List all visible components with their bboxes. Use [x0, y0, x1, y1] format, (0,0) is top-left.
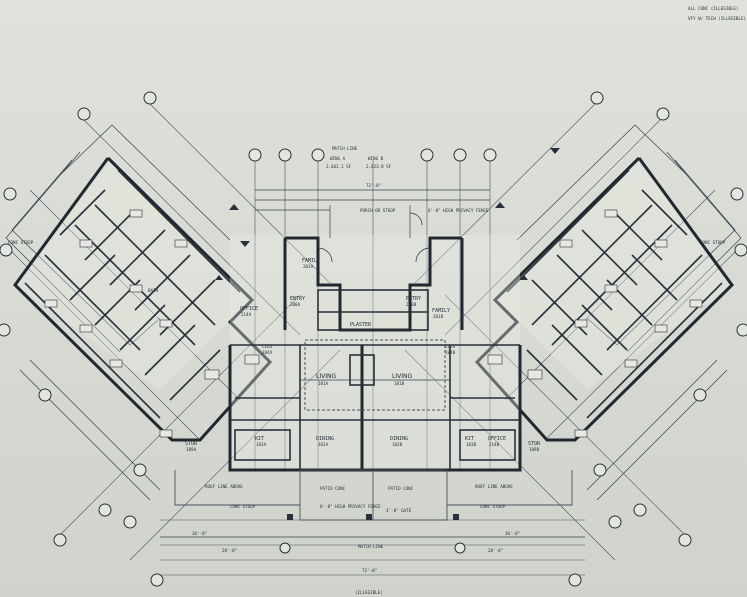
room-kit-b-num: 103B	[466, 442, 477, 447]
room-living-b: LIVING	[392, 373, 412, 380]
match-line-bottom: MATCH LINE	[358, 544, 384, 549]
room-dining-b: DINING	[390, 436, 408, 442]
room-tags	[44, 209, 703, 438]
room-clos-b-num: 104B	[445, 350, 456, 355]
dim-a: 28'-8"	[222, 548, 237, 553]
room-clos-b: CLOS	[445, 344, 456, 349]
patio-left: PATIO CONC	[320, 486, 346, 491]
room-clos-a-num: 104A	[262, 350, 273, 355]
bottom-caption: (ILLEGIBLE)	[355, 590, 383, 595]
room-office-b-num: 214B	[489, 442, 500, 447]
gate-bottom: 3'-0" GATE	[386, 508, 412, 513]
stoop-left: CONC STOOP	[230, 504, 256, 509]
room-dining-a: DINING	[316, 436, 334, 442]
porch-label: PORCH OR STOOP	[360, 208, 396, 213]
dimension-lines	[5, 124, 742, 501]
dim-b: 28'-8"	[488, 548, 503, 553]
match-line-top: MATCH LINE	[332, 146, 358, 151]
overall-dim: 72'-0"	[366, 183, 381, 188]
wing-a-label: WING A	[330, 156, 346, 161]
room-office-b: OFFICE	[488, 436, 506, 442]
fence-note-top: 6'-0" HIGH PRIVACY FENCE	[428, 208, 489, 213]
bottom-site	[160, 469, 585, 538]
dim-total: 72'-0"	[362, 568, 377, 573]
wing-a-area: 2,662.1 SF	[326, 164, 352, 169]
room-stor-a-num: 109A	[186, 447, 197, 452]
room-living-a: LIVING	[316, 373, 336, 380]
roof-line-left: ROOF LINE ABOVE	[205, 484, 243, 489]
room-entry-b-num: 200B	[406, 302, 417, 307]
central-core	[228, 205, 522, 472]
room-kit-a: KIT	[255, 436, 264, 442]
wing-b-area: 2,623.8 SF	[366, 164, 392, 169]
wing-stoop-left: CONC STOOP	[8, 240, 34, 245]
room-stor-a: STOR	[185, 441, 198, 447]
room-dining-b-num: 102B	[392, 442, 403, 447]
room-dining-a-num: 102A	[318, 442, 329, 447]
room-entry-b: ENTRY	[406, 296, 421, 302]
room-plaster: PLASTER	[350, 322, 372, 328]
wing-stoop-right: CONC STOOP	[700, 240, 726, 245]
room-clos-a: CLOS	[262, 344, 273, 349]
corner-note-1: ALL CONC (ILLEGIBLE)	[688, 6, 738, 11]
room-family-a-num: 201A	[303, 264, 314, 269]
patio-right: PATIO CONC	[388, 486, 414, 491]
room-entry-a: ENTRY	[290, 296, 305, 302]
dim-right: 36'-0"	[505, 531, 520, 536]
room-kit-a-num: 103A	[256, 442, 267, 447]
room-office-a-num: 214A	[241, 312, 252, 317]
room-kit-b: KIT	[465, 436, 474, 442]
room-living-b-num: 101B	[394, 381, 405, 386]
room-family-b-num: 201B	[433, 314, 444, 319]
room-family-b: FAMILY	[432, 308, 450, 314]
room-bath: BATH	[148, 288, 159, 293]
room-living-a-num: 101A	[318, 381, 329, 386]
wing-b-label: WING B	[368, 156, 384, 161]
roof-line-right: ROOF LINE ABOVE	[475, 484, 513, 489]
room-family-a: FAMILY	[302, 258, 320, 264]
stoop-right: CONC STOOP	[480, 504, 506, 509]
corner-note-2: VFY W/ TECH (ILLEGIBLE)	[688, 16, 746, 21]
room-stor-b-num: 109B	[529, 447, 540, 452]
room-office-a: OFFICE	[240, 306, 258, 312]
grid-bubbles	[0, 91, 747, 587]
room-entry-a-num: 200A	[290, 302, 301, 307]
fence-bottom: 6'-0" HIGH PRIVACY FENCE	[320, 504, 381, 509]
dim-left: 36'-0"	[192, 531, 207, 536]
room-stor-b: STOR	[528, 441, 541, 447]
